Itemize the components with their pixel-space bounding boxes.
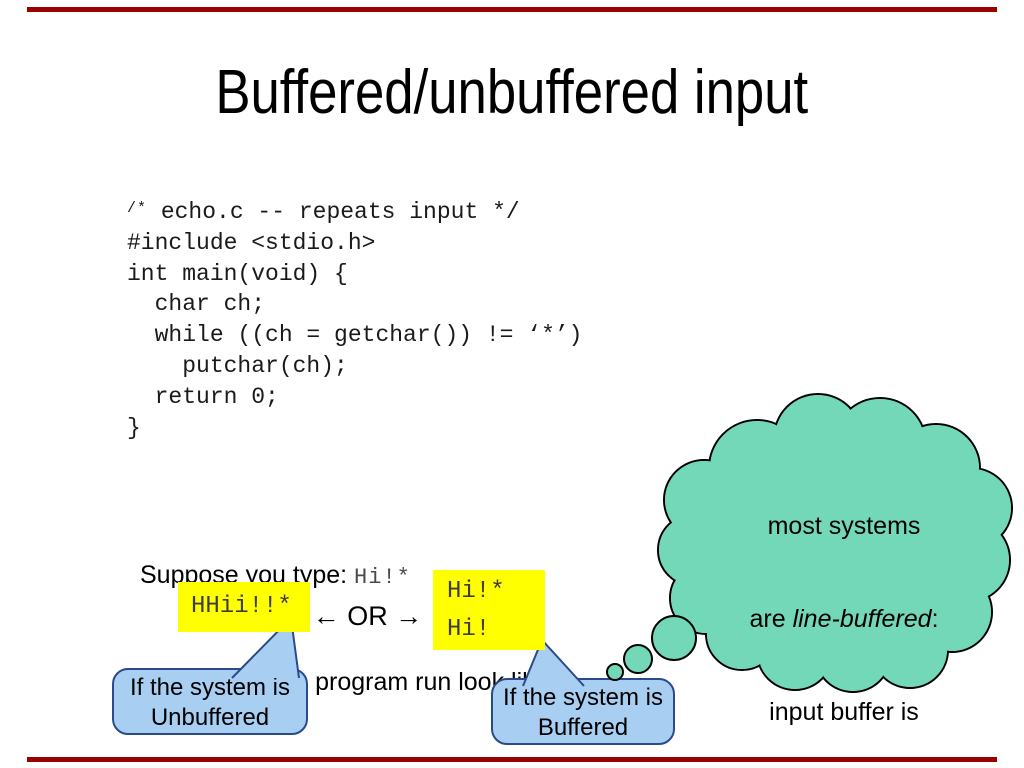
cloud-line-1: most systems [767,512,921,540]
unbuffered-callout-line-2: Unbuffered [150,704,270,731]
buffered-callout-line-1: If the system is [502,684,664,711]
code-line-5: while ((ch = getchar()) != ‘*’) [127,322,583,349]
unbuffered-callout-line-1: If the system is [129,674,291,701]
cloud-line-2-italic: line-buffered [792,605,932,633]
code-line-3: int main(void) { [127,260,348,287]
top-rule [27,7,997,12]
buffered-output-line-2: Hi! [447,616,491,643]
code-line-1: echo.c -- repeats input */ [147,199,520,225]
cloud-text: most systems are line-buffered: input bu… [713,449,975,768]
slide-title-text: Buffered/unbuffered input [215,58,809,127]
cloud-line-3: input buffer is [769,698,919,726]
cloud-line-2-pre: are [749,605,793,633]
or-label: ← OR → [312,601,423,631]
cloud-line-2: are line-buffered: [713,604,975,635]
thought-circle-medium [623,644,653,674]
code-line-2: #include <stdio.h> [127,229,376,256]
thought-circle-large [651,615,697,661]
cloud-line-2-post: : [931,605,939,633]
code-line-4: char ch; [127,291,266,318]
code-block: /* echo.c -- repeats input */ #include <… [127,194,582,443]
unbuffered-callout: If the system is Unbuffered [112,668,308,735]
typed-input-sample: Hi!* [354,565,411,590]
code-comment-open: /* [127,200,148,217]
buffered-output-line-1: Hi!* [447,578,505,605]
unbuffered-output-text: HHii!!* [191,593,292,620]
code-line-8: } [127,414,141,441]
bottom-rule [27,757,997,762]
code-line-7: return 0; [127,383,279,410]
unbuffered-output-box: HHii!!* [178,582,310,632]
code-line-6: putchar(ch); [127,352,348,379]
slide-title: Buffered/unbuffered input [0,56,1024,130]
buffered-callout-line-2: Buffered [537,714,629,741]
buffered-callout: If the system is Buffered [491,678,675,745]
buffered-output-box: Hi!* Hi! [433,570,545,650]
